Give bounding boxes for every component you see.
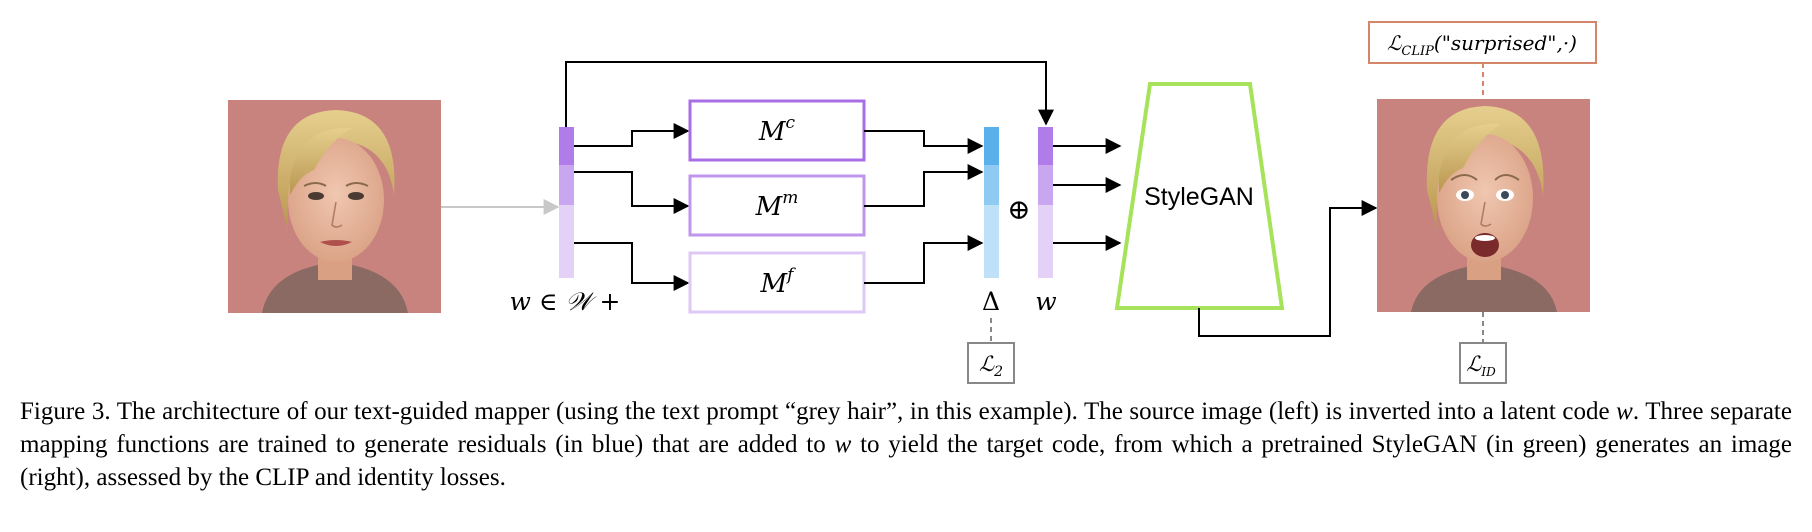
arrow-to-mapper-m (574, 171, 690, 214)
mapper-coarse: Mc (688, 99, 866, 162)
output-face-image (1377, 99, 1590, 312)
caption-variable: w (834, 431, 852, 458)
target-code-bar (1038, 127, 1053, 278)
residual-bar (984, 127, 999, 278)
architecture-diagram: w ∈ 𝒲 + Mc Mm Mf Δ ⊕ w (228, 21, 1597, 384)
skip-connection-arrow (565, 61, 1054, 127)
source-face-image (228, 100, 441, 313)
svg-text:ℒCLIP("surprised",·): ℒCLIP("surprised",·) (1387, 31, 1577, 59)
figure-caption: Figure 3. The architecture of our text-g… (20, 395, 1792, 494)
latent-code-bar (559, 127, 574, 278)
svg-text:Mf: Mf (760, 265, 797, 299)
arrow-to-mapper-c (574, 123, 690, 147)
delta-label: Δ (982, 287, 1000, 316)
plus-symbol: ⊕ (1007, 193, 1030, 226)
mapper-medium: Mm (688, 174, 866, 237)
arrow-from-mapper-f (864, 235, 984, 284)
svg-text:Mc: Mc (758, 113, 796, 147)
arrow-from-mapper-m (864, 164, 984, 207)
caption-text: to yield the target code, from which a p… (20, 431, 1792, 491)
caption-text: Figure 3. The architecture of our text-g… (20, 398, 1617, 425)
caption-variable: w (1616, 398, 1633, 425)
stylegan-generator: StyleGAN (1114, 82, 1285, 310)
arrow-from-mapper-c (864, 130, 984, 154)
mapper-fine: Mf (688, 251, 866, 314)
loss-clip-box: ℒCLIP("surprised",·) (1368, 21, 1597, 64)
svg-text:ℒ2: ℒ2 (979, 352, 1003, 380)
latent-label: w ∈ 𝒲 + (510, 287, 621, 316)
loss-l2-box: ℒ2 (967, 342, 1015, 384)
loss-id-box: ℒID (1459, 342, 1507, 384)
svg-text:ℒID: ℒID (1466, 352, 1496, 379)
svg-text:Mm: Mm (755, 188, 799, 222)
arrow-to-mapper-f (574, 242, 690, 291)
output-arrow (1198, 200, 1378, 337)
w-label: w (1035, 287, 1056, 316)
stylegan-label: StyleGAN (1144, 183, 1254, 211)
caption-text: . Three separate mapping functions are t… (20, 398, 1792, 458)
